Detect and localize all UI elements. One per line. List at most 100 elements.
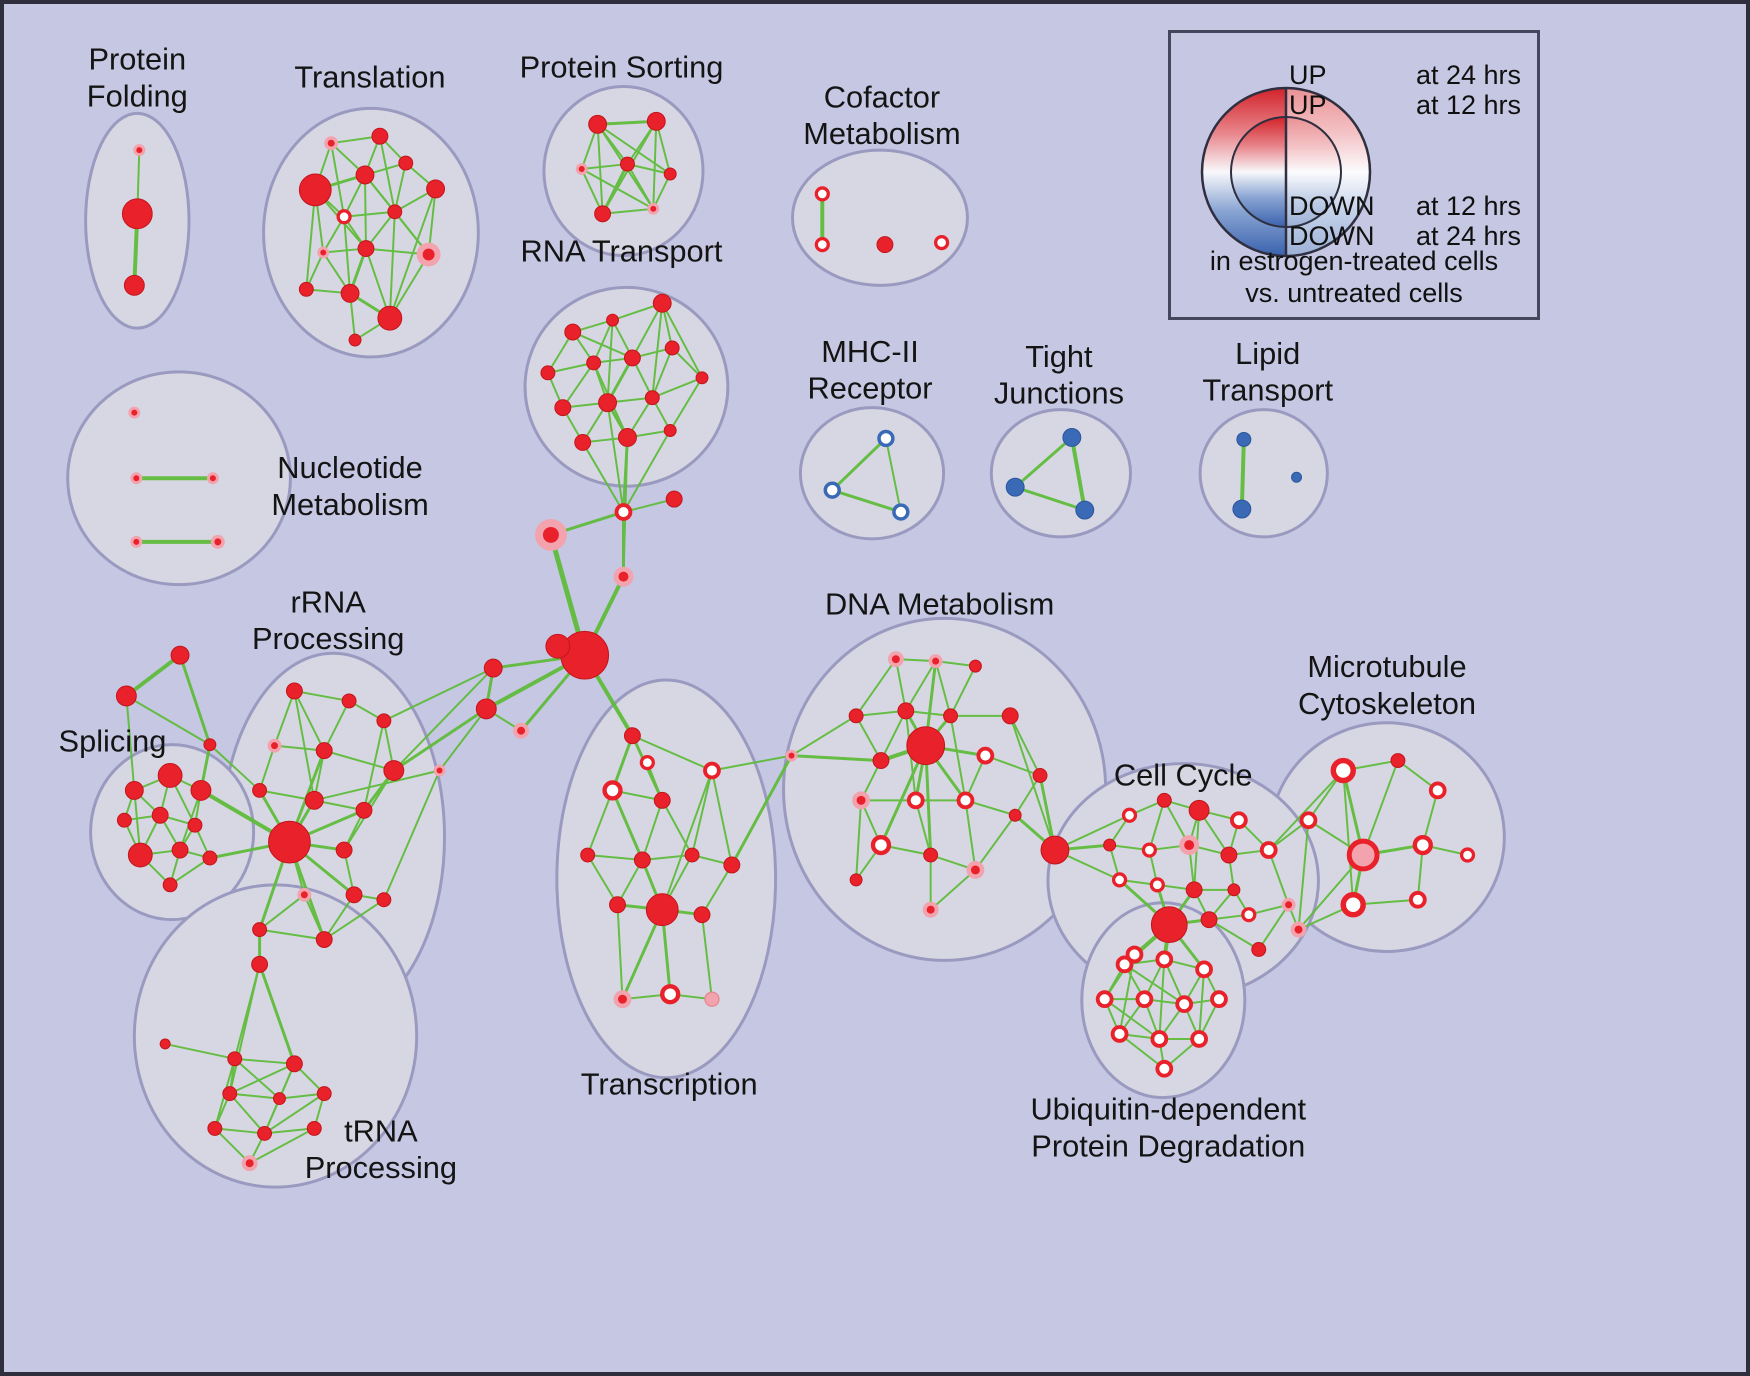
gene-node-up-ring	[1141, 842, 1158, 858]
gene-node-up-ring	[1135, 990, 1154, 1009]
gene-node-up	[693, 906, 711, 924]
cluster-label-tight-junctions: Tight	[1025, 339, 1093, 374]
gene-node-up-core	[245, 1159, 254, 1168]
gene-node-up	[545, 633, 571, 659]
gene-node-up	[906, 726, 946, 766]
edge	[388, 210, 396, 320]
gene-node-up-core	[618, 571, 629, 582]
edge	[1123, 963, 1186, 1006]
cluster-label-mhc-ii-receptor: Receptor	[808, 371, 933, 406]
gene-node-up-core	[209, 475, 216, 482]
edge	[651, 346, 674, 399]
gene-node-down-ring	[823, 481, 841, 499]
edge	[691, 769, 713, 857]
gene-node-up-core	[542, 526, 559, 543]
legend-up12-label: UP	[1289, 90, 1327, 120]
legend-down24-time: at 24 hrs	[1415, 221, 1521, 251]
gene-node-up	[606, 313, 619, 327]
gene-node-up-ring	[639, 754, 655, 771]
gene-node-up-ring	[1149, 877, 1165, 893]
node-layer	[115, 111, 1476, 1172]
edge	[581, 441, 625, 514]
edge	[651, 376, 704, 399]
gene-node-up	[376, 713, 392, 729]
cluster-label-nucleotide-metabolism: Metabolism	[271, 487, 428, 522]
gene-node-up	[162, 877, 178, 893]
edge	[363, 174, 367, 250]
legend-down24-label: DOWN	[1289, 221, 1375, 251]
edge	[669, 376, 704, 432]
gene-node-up	[564, 323, 582, 341]
gene-node-up-core	[320, 249, 327, 256]
edge	[233, 1057, 281, 1100]
edge	[904, 660, 937, 712]
gene-node-up	[170, 645, 190, 665]
edge	[586, 854, 644, 861]
gene-node-up	[257, 1125, 273, 1141]
edge	[1342, 769, 1355, 906]
gene-node-up	[623, 349, 641, 367]
gene-node-up-ring	[1110, 1025, 1129, 1043]
cluster-label-rrna-processing: rRNA	[291, 584, 367, 619]
edge	[233, 1057, 296, 1065]
gene-node-down	[1075, 500, 1095, 520]
gene-node-up	[252, 922, 268, 938]
gene-node-up-core	[133, 475, 140, 482]
gene-node-down-ring	[892, 503, 910, 521]
gene-node-up-ring	[1241, 907, 1257, 923]
edge	[228, 963, 261, 1095]
gene-node-up-ring	[1259, 841, 1278, 859]
edge	[586, 789, 614, 857]
cluster-label-splicing: Splicing	[59, 724, 167, 759]
edge	[438, 707, 488, 772]
gene-node-up	[1220, 846, 1238, 864]
edge	[1297, 819, 1310, 931]
gene-node-up	[252, 782, 268, 798]
gene-node-up-ring	[934, 234, 950, 251]
edge	[616, 903, 624, 1001]
edge	[631, 302, 664, 359]
gene-node-up	[663, 167, 677, 181]
legend-down12-time: at 12 hrs	[1415, 191, 1521, 221]
gene-node-up-ring	[906, 791, 925, 810]
gene-node-up	[398, 155, 414, 171]
gene-node-up	[876, 236, 894, 254]
cluster-label-lipid-transport: Transport	[1202, 373, 1333, 408]
gene-node-up-core	[1184, 840, 1195, 851]
legend-caption: in estrogen-treated cells vs. untreated …	[1171, 245, 1537, 309]
gene-node-up	[127, 842, 153, 868]
gene-node-down	[1236, 431, 1252, 447]
edge	[606, 319, 614, 404]
legend-caption-line1: in estrogen-treated cells	[1209, 246, 1499, 276]
edge	[323, 699, 351, 752]
edge	[169, 857, 211, 886]
edge	[278, 1092, 326, 1100]
cluster-label-ubiquitin-degradation: Ubiquitin-dependent	[1030, 1091, 1306, 1126]
gene-node-up-ring	[1210, 990, 1228, 1009]
cluster-label-transcription: Transcription	[581, 1067, 758, 1102]
gene-node-up-core	[578, 166, 585, 173]
edge	[1103, 998, 1161, 1040]
gene-node-up-core	[650, 205, 657, 212]
edge	[830, 488, 903, 514]
gene-node-up	[923, 847, 939, 863]
edge	[164, 1042, 236, 1060]
edge	[388, 187, 437, 320]
gene-node-up-ring	[1330, 757, 1356, 784]
gene-node-up-core	[517, 726, 526, 735]
gene-node-up	[357, 240, 375, 258]
edge	[571, 331, 634, 359]
gene-node-up-ring	[1340, 892, 1366, 918]
edge	[305, 188, 317, 291]
gene-node-up-ring	[336, 209, 352, 225]
gene-node-up	[695, 371, 709, 385]
gene-node-up	[251, 955, 269, 973]
edge	[228, 1092, 281, 1100]
edge	[378, 135, 396, 213]
gene-node-up	[1227, 883, 1241, 897]
cluster-label-microtubule-cytoskeleton: Cytoskeleton	[1298, 686, 1476, 721]
gene-node-up	[159, 1038, 171, 1050]
gene-node-up	[376, 892, 392, 908]
gene-node-up	[285, 682, 303, 700]
gene-node-up-core	[436, 767, 443, 774]
